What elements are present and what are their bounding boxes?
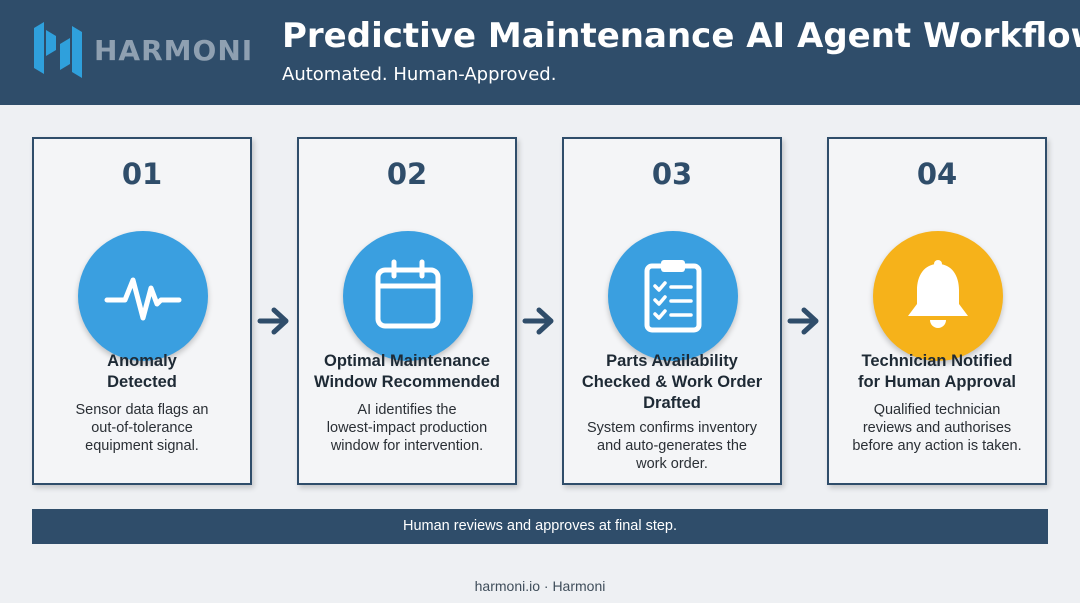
arrow-right-icon bbox=[522, 307, 554, 335]
step-description: AI identifies the lowest-impact producti… bbox=[326, 402, 488, 454]
step-icon-circle bbox=[78, 231, 208, 361]
step-icon-circle bbox=[343, 231, 473, 361]
arrow-right-icon bbox=[257, 307, 289, 335]
calendar-icon bbox=[375, 259, 441, 329]
step-number: 02 bbox=[386, 157, 428, 191]
step-description: System confirms inventory and auto-gener… bbox=[586, 420, 758, 472]
page-subtitle: Automated. Human-Approved. bbox=[282, 64, 557, 85]
step-number: 04 bbox=[916, 157, 958, 191]
step-number: 01 bbox=[121, 157, 163, 191]
step-card-3: 03 Parts Availability Checked & Work Ord… bbox=[562, 137, 782, 485]
step-number: 03 bbox=[651, 157, 693, 191]
step-card-4: 04 Technician Notified for Human Approva… bbox=[827, 137, 1047, 485]
step-icon-circle bbox=[873, 231, 1003, 361]
step-card-1: 01 Anomaly Detected Sensor data flags an… bbox=[32, 137, 252, 485]
step-title: Anomaly Detected bbox=[107, 352, 177, 391]
clipboard-checklist-icon bbox=[644, 260, 702, 333]
approval-banner: Human reviews and approves at final step… bbox=[32, 509, 1048, 544]
harmoni-logo[interactable]: HARMONI bbox=[30, 20, 270, 80]
step-description: Sensor data flags an out-of-tolerance eq… bbox=[75, 402, 209, 454]
harmoni-logo-mark-icon bbox=[34, 22, 82, 78]
footer-credit: harmoni.io · Harmoni bbox=[474, 578, 606, 594]
bell-icon bbox=[908, 260, 968, 328]
step-description: Qualified technician reviews and authori… bbox=[852, 402, 1022, 454]
step-title: Optimal Maintenance Window Recommended bbox=[314, 352, 500, 391]
page-title: Predictive Maintenance AI Agent Workflow bbox=[282, 16, 1080, 56]
header-banner: HARMONI Predictive Maintenance AI Agent … bbox=[0, 0, 1080, 105]
step-icon-circle bbox=[608, 231, 738, 361]
pulse-icon bbox=[104, 277, 182, 321]
step-title: Parts Availability Checked & Work Order … bbox=[581, 352, 763, 412]
step-card-2: 02 Optimal Maintenance Window Recommende… bbox=[297, 137, 517, 485]
step-title: Technician Notified for Human Approval bbox=[858, 352, 1016, 391]
arrow-right-icon bbox=[787, 307, 819, 335]
logo-wordmark: HARMONI bbox=[94, 34, 254, 67]
